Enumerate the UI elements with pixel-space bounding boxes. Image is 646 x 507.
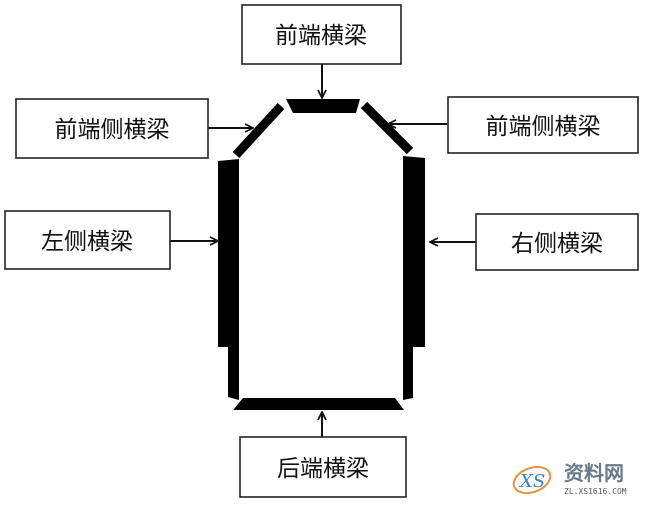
watermark-url: ZL.XS1616.COM: [564, 487, 627, 496]
right-side-beam-shape: [403, 156, 425, 400]
front-beam-shape: [286, 99, 360, 113]
front-right-diagonal-shape: [360, 101, 414, 155]
front-left-diagonal-shape: [232, 102, 285, 159]
label-front-side-beam-left: 前端侧横梁: [55, 117, 170, 143]
left-side-beam-shape: [218, 159, 239, 400]
box-front-side-beam-left: 前端侧横梁: [15, 98, 209, 159]
box-left-side-beam: 左侧横梁: [4, 210, 171, 270]
label-front-side-beam-right: 前端侧横梁: [486, 114, 601, 140]
box-rear-beam: 后端横梁: [239, 436, 407, 498]
watermark-logo: XS 资料网 ZL.XS1616.COM: [512, 461, 627, 496]
watermark-xs: XS: [518, 471, 545, 492]
label-front-beam: 前端横梁: [275, 23, 367, 49]
box-front-beam: 前端横梁: [241, 4, 402, 65]
label-left-side-beam: 左侧横梁: [41, 229, 133, 255]
label-right-side-beam: 右侧横梁: [511, 231, 603, 257]
box-right-side-beam: 右侧横梁: [475, 213, 639, 271]
watermark-title: 资料网: [564, 461, 624, 485]
rear-beam-shape: [233, 398, 404, 410]
box-front-side-beam-right: 前端侧横梁: [447, 96, 639, 154]
label-rear-beam: 后端横梁: [277, 456, 369, 482]
